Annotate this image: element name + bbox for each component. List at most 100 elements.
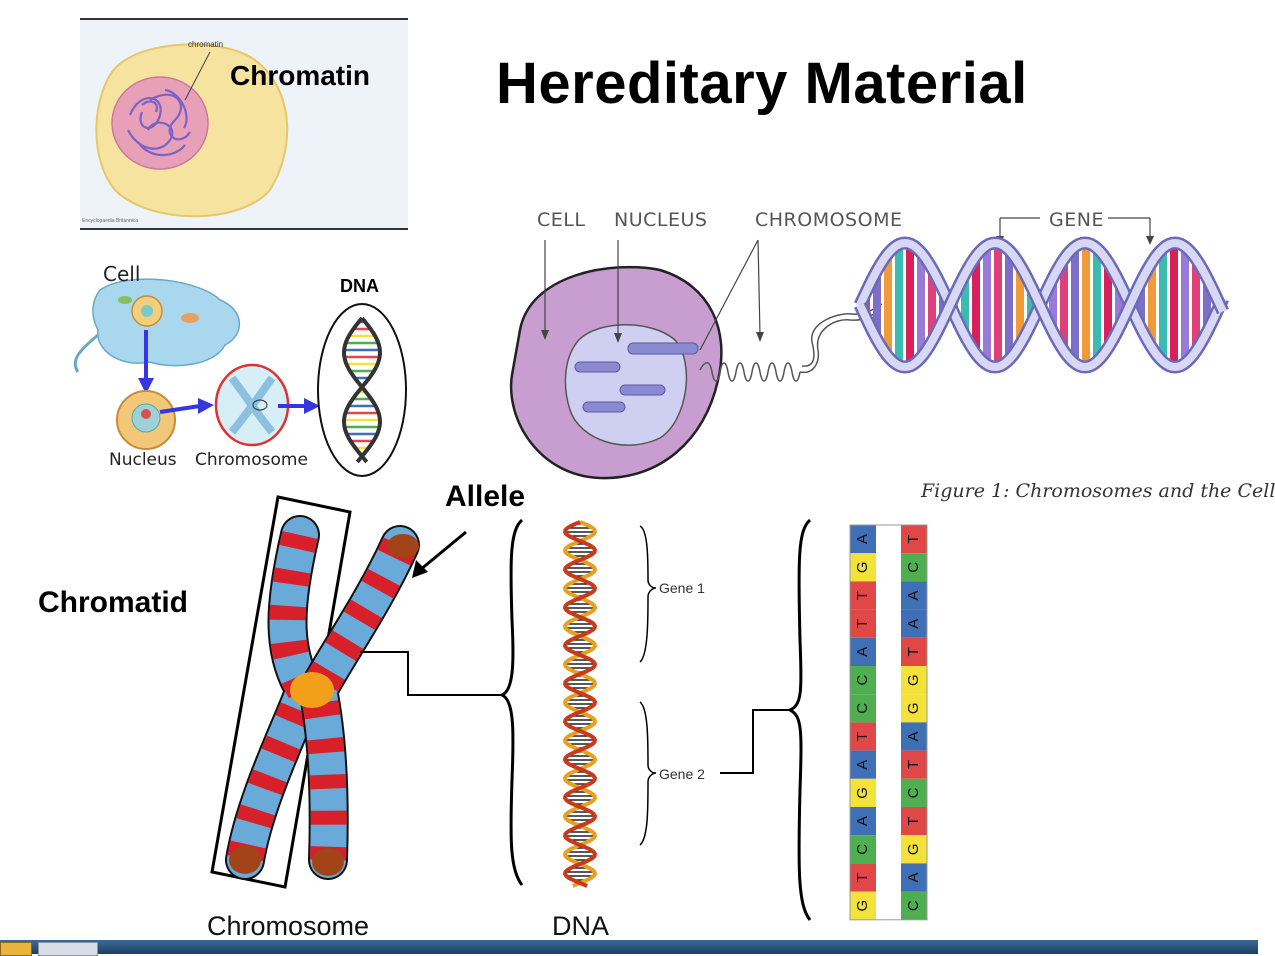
chromatin-cell-illustration xyxy=(95,43,289,218)
base-letter-left: T xyxy=(854,873,871,882)
chromatin-label: Chromatin xyxy=(230,60,370,91)
chromatid-frame xyxy=(210,495,352,889)
chromosome-tip xyxy=(387,534,419,558)
chromosome-right-chromatid xyxy=(296,525,420,880)
chromosome-tip xyxy=(312,848,344,876)
flow-cell-organelle xyxy=(181,313,199,323)
base-cell-left xyxy=(850,637,876,666)
flow-nucleus-label: Nucleus xyxy=(109,450,177,470)
figure-chromosome-label: CHROMOSOME xyxy=(755,209,903,231)
base-letter-right: T xyxy=(905,647,922,656)
base-cell-left xyxy=(850,609,876,638)
base-letter-right: G xyxy=(905,843,922,855)
flow-arrow-right-1 xyxy=(159,404,201,414)
dna-ladder-strand xyxy=(562,520,598,888)
figure-nucleus-label: NUCLEUS xyxy=(614,209,708,231)
base-cell-left xyxy=(850,581,876,610)
flow-arrow-down-head xyxy=(138,378,154,394)
figure-gene-helix xyxy=(854,236,1229,374)
figure-caption: Figure 1: Chromosomes and the Cell xyxy=(921,480,1275,502)
base-letter-left: C xyxy=(854,703,871,714)
base-letter-right: T xyxy=(905,535,922,544)
chromosome-tip xyxy=(229,846,261,874)
base-cell-right xyxy=(901,666,927,695)
base-cell-left xyxy=(850,694,876,723)
dna-brace xyxy=(498,518,524,886)
flow-arrow-right-1-head xyxy=(198,398,214,414)
bases-brace xyxy=(786,518,812,921)
base-letter-left: A xyxy=(854,647,871,657)
base-cell-right xyxy=(901,778,927,807)
base-letter-right: A xyxy=(905,590,922,600)
figure-gene-label: GENE xyxy=(1049,209,1104,231)
base-cell-right xyxy=(901,722,927,751)
base-cell-right xyxy=(901,609,927,638)
flow-cell-label: Cell xyxy=(103,262,141,286)
base-cell-right xyxy=(901,891,927,920)
base-letter-left: G xyxy=(854,561,871,573)
base-letter-right: T xyxy=(905,760,922,769)
base-letter-right: A xyxy=(905,731,922,741)
gene-helix-strand-highlight xyxy=(856,238,1227,372)
allele-label: Allele xyxy=(445,480,526,513)
base-frame xyxy=(849,524,928,921)
base-cell-left xyxy=(850,891,876,920)
base-letter-left: A xyxy=(854,760,871,770)
gene-bases-connector xyxy=(720,709,792,774)
base-cell-left xyxy=(850,553,876,582)
base-cell-right xyxy=(901,694,927,723)
figure-pointer-lines xyxy=(544,217,1151,351)
base-cell-left xyxy=(850,750,876,779)
chromosome-centromere xyxy=(290,672,334,708)
taskbar xyxy=(0,940,1258,954)
base-cell-right xyxy=(901,637,927,666)
base-cell-left xyxy=(850,863,876,892)
chromatin-footer: Encyclopaedia Britannica xyxy=(82,218,139,224)
flow-nucleolus xyxy=(141,409,151,419)
base-cell-left xyxy=(850,525,876,554)
base-letter-left: G xyxy=(854,787,871,799)
base-letter-left: A xyxy=(854,534,871,544)
figure-nucleus-chromosomes xyxy=(574,342,699,413)
gene2-label: Gene 2 xyxy=(659,766,705,782)
base-letter-right: G xyxy=(905,702,922,714)
base-cell-left xyxy=(850,722,876,751)
taskbar-start-button[interactable] xyxy=(0,942,32,956)
base-cell-right xyxy=(901,581,927,610)
flow-dna-helix xyxy=(342,316,382,464)
flow-cell-tail xyxy=(73,333,99,373)
base-cell-left xyxy=(850,778,876,807)
flow-helix-strand xyxy=(342,316,382,464)
base-cell-right xyxy=(901,750,927,779)
flow-dna-label: DNA xyxy=(340,276,379,296)
page-title: Hereditary Material xyxy=(496,51,1028,116)
flow-cell-nucleolus xyxy=(141,305,153,317)
allele-arrow xyxy=(419,530,467,572)
base-gap xyxy=(876,525,901,920)
chromosome-dna-connector xyxy=(360,651,505,696)
chromatid-label: Chromatid xyxy=(38,586,188,619)
chromatin-panel: chromatin Chromatin Encyclopaedia Britan… xyxy=(80,18,408,230)
base-cell-right xyxy=(901,525,927,554)
taskbar-app-button[interactable] xyxy=(38,942,98,956)
base-letter-left: T xyxy=(854,619,871,628)
flow-chromosome-label: Chromosome xyxy=(195,450,308,470)
chromatin-callout: chromatin xyxy=(188,40,224,49)
base-letter-left: A xyxy=(854,816,871,826)
base-cell-right xyxy=(901,553,927,582)
base-letter-right: C xyxy=(905,900,922,911)
base-letter-left: G xyxy=(854,900,871,912)
lower-dna-helix xyxy=(562,520,598,888)
flow-helix-strand xyxy=(342,316,382,464)
figure-cell-label: CELL xyxy=(537,209,586,231)
dna-caption: DNA xyxy=(552,911,610,941)
base-letter-left: T xyxy=(854,732,871,741)
gene1-label: Gene 1 xyxy=(659,580,705,596)
base-letter-right: A xyxy=(905,872,922,882)
base-letter-left: C xyxy=(854,844,871,855)
chromosome-caption: Chromosome xyxy=(207,911,370,941)
